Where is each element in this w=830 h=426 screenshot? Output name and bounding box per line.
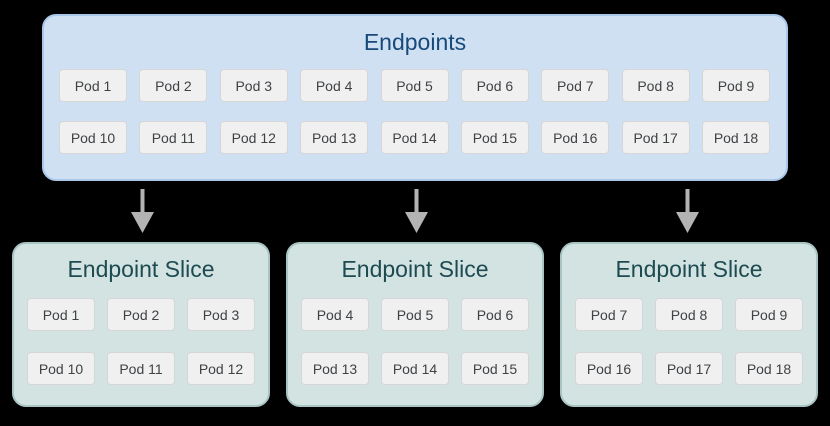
- pod-box: Pod 18: [735, 352, 803, 385]
- pod-box: Pod 18: [702, 121, 770, 154]
- slice-pod-row-2: Pod 16 Pod 17 Pod 18: [575, 352, 803, 385]
- pod-box: Pod 14: [381, 352, 449, 385]
- slice-pod-row-1: Pod 7 Pod 8 Pod 9: [575, 298, 803, 331]
- pod-box: Pod 3: [187, 298, 255, 331]
- pod-box: Pod 5: [381, 298, 449, 331]
- pod-box: Pod 4: [300, 69, 369, 102]
- pod-box: Pod 8: [621, 69, 690, 102]
- pod-box: Pod 11: [139, 121, 208, 154]
- endpoints-box: Endpoints Pod 1 Pod 2 Pod 3 Pod 4 Pod 5 Pod 6…: [42, 14, 788, 181]
- pod-box: Pod 4: [301, 298, 369, 331]
- slice-pod-row-1: Pod 1 Pod 2 Pod 3: [27, 298, 255, 331]
- pod-box: Pod 15: [461, 352, 529, 385]
- pod-box: Pod 15: [460, 121, 529, 154]
- endpoint-slice-title: Endpoint Slice: [341, 256, 489, 282]
- arrow-down-icon: [405, 189, 428, 233]
- pod-box: Pod 17: [655, 352, 723, 385]
- pod-box: Pod 12: [219, 121, 288, 154]
- pod-box: Pod 10: [59, 121, 127, 154]
- slice-pod-row-2: Pod 10 Pod 11 Pod 12: [27, 352, 255, 385]
- pod-box: Pod 2: [139, 69, 208, 102]
- pod-box: Pod 7: [575, 298, 643, 331]
- arrow-down-icon: [131, 189, 154, 233]
- pod-box: Pod 16: [575, 352, 643, 385]
- pod-box: Pod 9: [735, 298, 803, 331]
- pod-box: Pod 1: [27, 298, 95, 331]
- endpoints-pod-row-1: Pod 1 Pod 2 Pod 3 Pod 4 Pod 5 Pod 6 Pod 7 Pod 8…: [59, 69, 770, 102]
- pod-box: Pod 13: [301, 352, 369, 385]
- pod-box: Pod 10: [27, 352, 95, 385]
- pod-box: Pod 1: [59, 69, 127, 102]
- pod-box: Pod 8: [655, 298, 723, 331]
- pod-box: Pod 13: [300, 121, 369, 154]
- pod-box: Pod 2: [107, 298, 175, 331]
- slice-pod-row-2: Pod 13 Pod 14 Pod 15: [301, 352, 529, 385]
- arrow-down-icon: [676, 189, 699, 233]
- pod-box: Pod 11: [107, 352, 175, 385]
- pod-box: Pod 6: [461, 298, 529, 331]
- slice-pod-row-1: Pod 4 Pod 5 Pod 6: [301, 298, 529, 331]
- pod-box: Pod 9: [702, 69, 770, 102]
- pod-box: Pod 12: [187, 352, 255, 385]
- pod-box: Pod 3: [219, 69, 288, 102]
- pod-box: Pod 17: [621, 121, 690, 154]
- pod-box: Pod 7: [541, 69, 610, 102]
- endpoints-pod-row-2: Pod 10 Pod 11 Pod 12 Pod 13 Pod 14 Pod 15 Pod …: [59, 121, 770, 154]
- pod-box: Pod 16: [541, 121, 610, 154]
- endpoint-slice-title: Endpoint Slice: [615, 256, 763, 282]
- endpoint-slice-title: Endpoint Slice: [67, 256, 215, 282]
- endpoints-title: Endpoints: [363, 29, 467, 55]
- pod-box: Pod 6: [460, 69, 529, 102]
- pod-box: Pod 14: [380, 121, 449, 154]
- pod-box: Pod 5: [380, 69, 449, 102]
